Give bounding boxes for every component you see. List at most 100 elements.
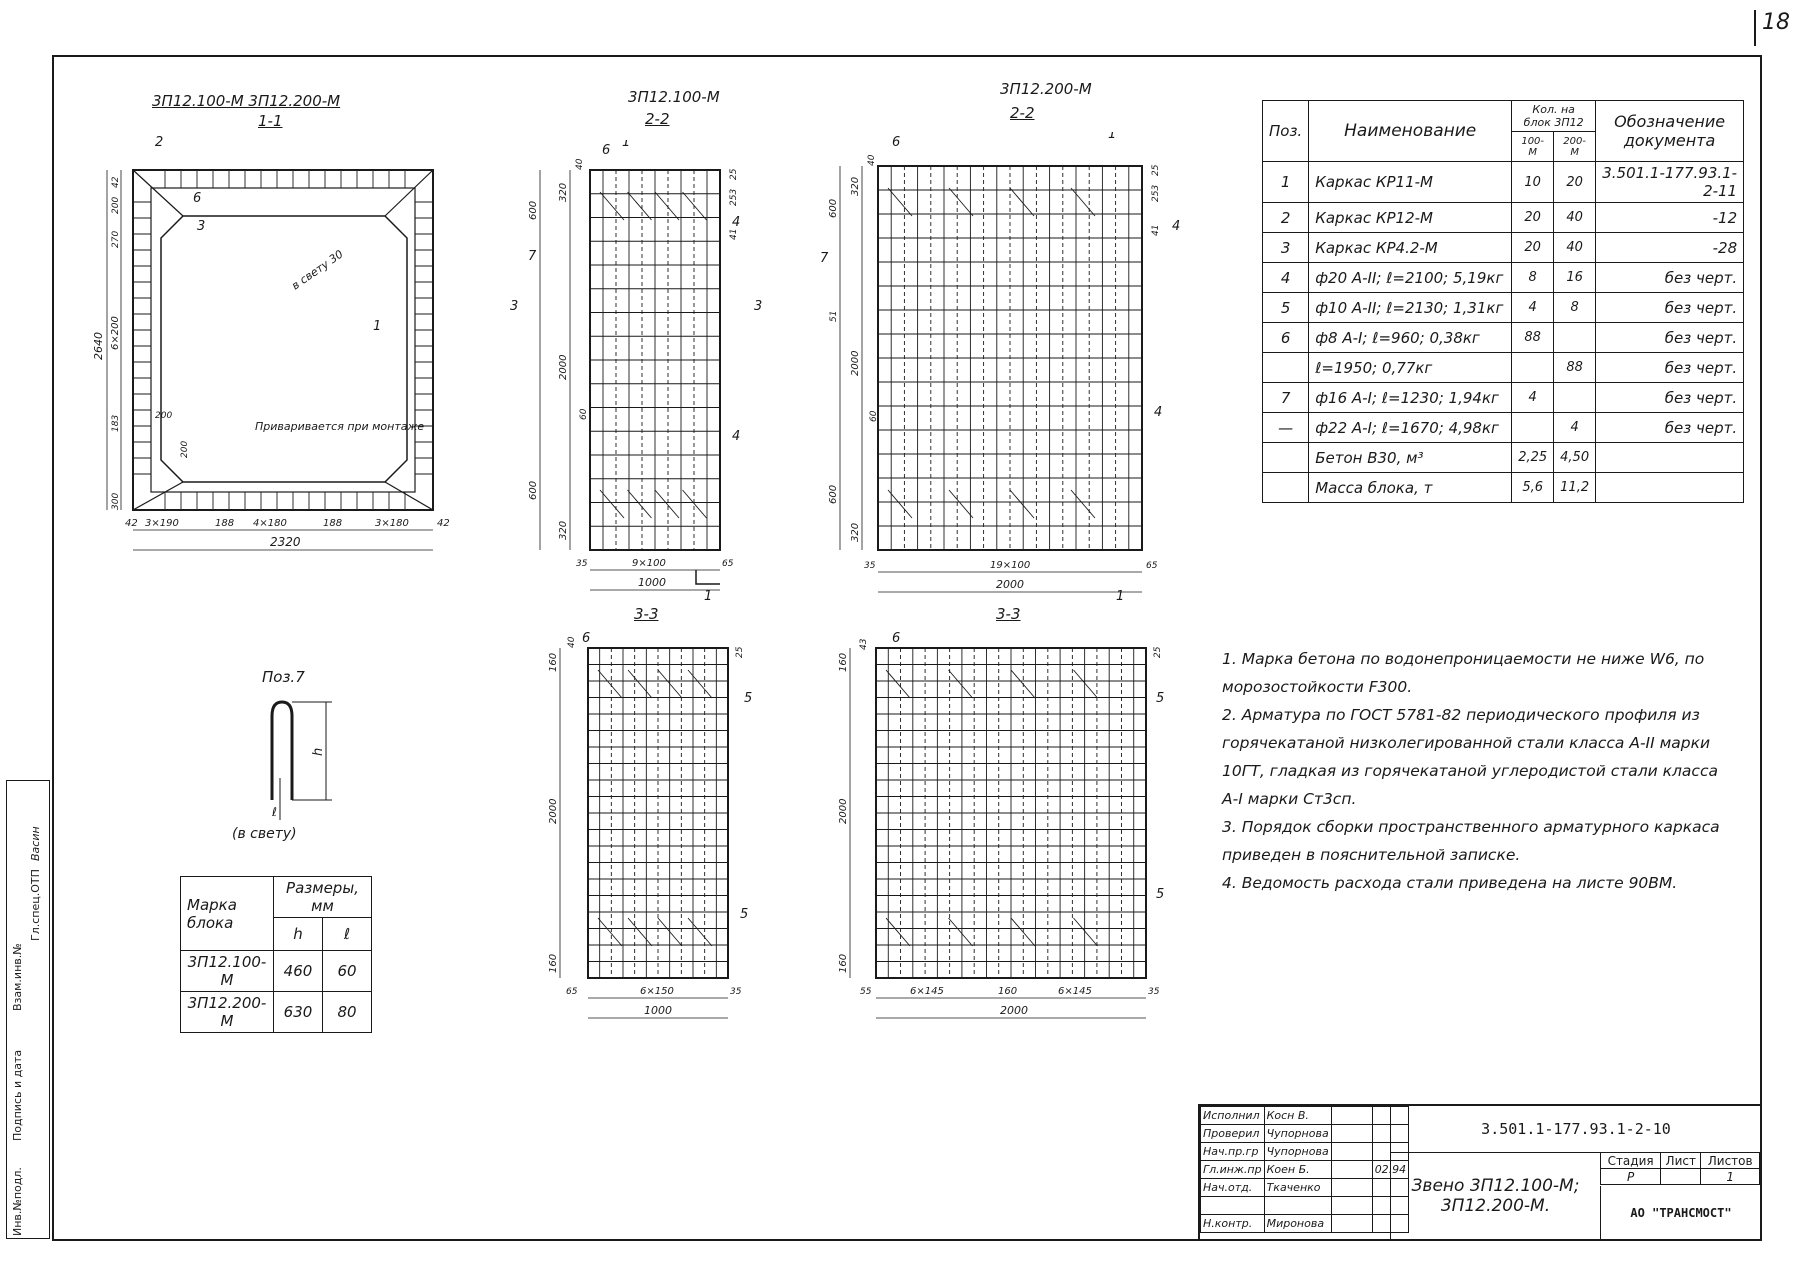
rebar-line xyxy=(1070,187,1096,217)
spec-cell-q200: 11,2 xyxy=(1553,472,1597,503)
margin-label-1: Инв.№подл. xyxy=(11,1167,24,1236)
spec-th-q200: 200-М xyxy=(1553,131,1597,162)
d2b-mark-4a: 4 xyxy=(1172,219,1180,234)
signature-sig xyxy=(1330,1196,1373,1215)
spec-th-pos: Поз. xyxy=(1261,100,1310,162)
d2b-mark-6: 6 xyxy=(892,135,900,150)
spec-cell-doc: без черт. xyxy=(1595,412,1745,443)
document-code: 3.501.1-177.93.1-2-10 xyxy=(1390,1106,1761,1153)
signature-sig xyxy=(1330,1214,1373,1233)
d2a-dim-60: 60 xyxy=(579,408,589,420)
cut-mark-1-a: 1 xyxy=(695,570,720,604)
spec-cell-pos xyxy=(1261,442,1310,473)
d2a-dim-mid: 2000 xyxy=(558,355,569,380)
d3a-mark-5a: 5 xyxy=(744,691,752,706)
spec-cell-q200: 4 xyxy=(1553,412,1597,443)
section-2b-cut: 2-2 xyxy=(1010,104,1035,122)
d1-dim-br: 3×180 xyxy=(375,518,409,529)
pos7-th-dims: Размеры, мм xyxy=(273,876,372,918)
spec-cell-doc: без черт. xyxy=(1595,292,1745,323)
rebar-line xyxy=(885,917,911,947)
d2a-mark-6: 6 xyxy=(602,143,610,158)
spec-cell-name: ф16 А-I; ℓ=1230; 1,94кг xyxy=(1308,382,1513,413)
spec-cell-q200: 16 xyxy=(1553,262,1597,293)
spec-th-q100: 100-М xyxy=(1511,131,1555,162)
d2b-dim-w: 2000 xyxy=(996,578,1024,591)
d3b-dim-25: 25 xyxy=(1153,646,1163,658)
spec-cell-name: Бетон В30, м³ xyxy=(1308,442,1513,473)
d2b-dim-mid: 2000 xyxy=(850,351,861,376)
rebar-line xyxy=(687,917,713,947)
rebar-line xyxy=(627,489,652,519)
d3b-dim-r: 35 xyxy=(1148,987,1160,997)
d3a-dim-wdiv: 6×150 xyxy=(640,986,674,997)
d2a-dim-253: 253 xyxy=(729,189,739,206)
pos7-label: Поз.7 xyxy=(262,668,305,686)
d1-dim-total-h: 2640 xyxy=(92,332,105,360)
signature-sig xyxy=(1330,1160,1373,1179)
spec-th-doc: Обозначение документа xyxy=(1595,100,1745,162)
rebar-line xyxy=(887,187,913,217)
pos7-th-h: h xyxy=(273,917,323,951)
spec-cell-pos: 3 xyxy=(1261,232,1310,263)
spec-cell-q200 xyxy=(1553,382,1597,413)
d2a-dim-l: 35 xyxy=(576,559,588,569)
rebar-line xyxy=(1070,489,1096,519)
d2b-dim-40: 40 xyxy=(867,154,877,166)
signature-name: Миронова xyxy=(1263,1214,1332,1233)
pos7-row1-mark: 3П12.100-М xyxy=(180,950,274,992)
d2a-dim-h2: 600 xyxy=(528,481,539,500)
d3b-dim-43: 43 xyxy=(859,638,869,650)
spec-cell-name: Каркас КР12-М xyxy=(1308,202,1513,233)
rebar-line xyxy=(1073,917,1098,947)
spec-cell-name: ℓ=1950; 0,77кг xyxy=(1308,352,1513,383)
rebar-line xyxy=(597,917,623,947)
rebar-line xyxy=(599,191,625,221)
pos7-th-mark: Марка блока xyxy=(180,876,274,951)
rebar-line xyxy=(1009,489,1035,519)
table-row: 3П12.100-М 460 60 xyxy=(180,950,372,992)
d2b-mark-1a: 1 xyxy=(1108,132,1116,142)
spec-cell-pos: 1 xyxy=(1261,161,1310,203)
d3a-dim-r: 35 xyxy=(730,987,742,997)
d1-dim-left4: 42 xyxy=(111,176,121,188)
signature-row: Нач.отд.Ткаченко xyxy=(1200,1178,1410,1197)
section-3b-cut: 3-3 xyxy=(996,605,1021,623)
d2a-dim-41: 41 xyxy=(729,229,739,240)
d1-mark-6: 6 xyxy=(193,191,201,206)
signature-name: Ткаченко xyxy=(1263,1178,1332,1197)
d1-dim-left2: 270 xyxy=(111,231,121,248)
d1-note: Приваривается при монтаже xyxy=(255,420,424,433)
d2a-dim-wdiv: 9×100 xyxy=(632,558,666,569)
sheets-value: 1 xyxy=(1700,1168,1760,1185)
d1-clear-span: в свету 30 xyxy=(289,248,345,293)
rebar-line xyxy=(627,917,653,947)
pos7-th-l: ℓ xyxy=(322,917,372,951)
stage-header: Стадия xyxy=(1599,1152,1662,1169)
pos7-dim-h: h xyxy=(311,748,326,756)
section-1-1-drawing: 3×190 188 4×180 188 3×180 42 42 2320 264… xyxy=(92,135,450,551)
cut-mark-1-a-label: 1 xyxy=(704,589,712,604)
d3a-dim-40: 40 xyxy=(567,636,577,648)
spec-cell-pos xyxy=(1261,352,1310,383)
note-4: 4. Ведомость расхода стали приведена на … xyxy=(1222,874,1678,892)
d2a-dim-top: 320 xyxy=(558,183,569,202)
signature-sig xyxy=(1330,1124,1373,1143)
rebar-line xyxy=(654,489,680,519)
spec-cell-pos xyxy=(1261,472,1310,503)
d1-dim-bm2: 4×180 xyxy=(253,518,287,529)
d2b-dim-25: 25 xyxy=(1151,164,1161,176)
sheet-number: 18 xyxy=(1754,10,1795,46)
margin-label-5: Васин xyxy=(29,826,42,861)
spec-cell-doc: без черт. xyxy=(1595,322,1745,353)
spec-cell-doc: -12 xyxy=(1595,202,1745,233)
spec-cell-q100: 4 xyxy=(1511,382,1555,413)
pos7-row2-h: 630 xyxy=(273,991,323,1033)
